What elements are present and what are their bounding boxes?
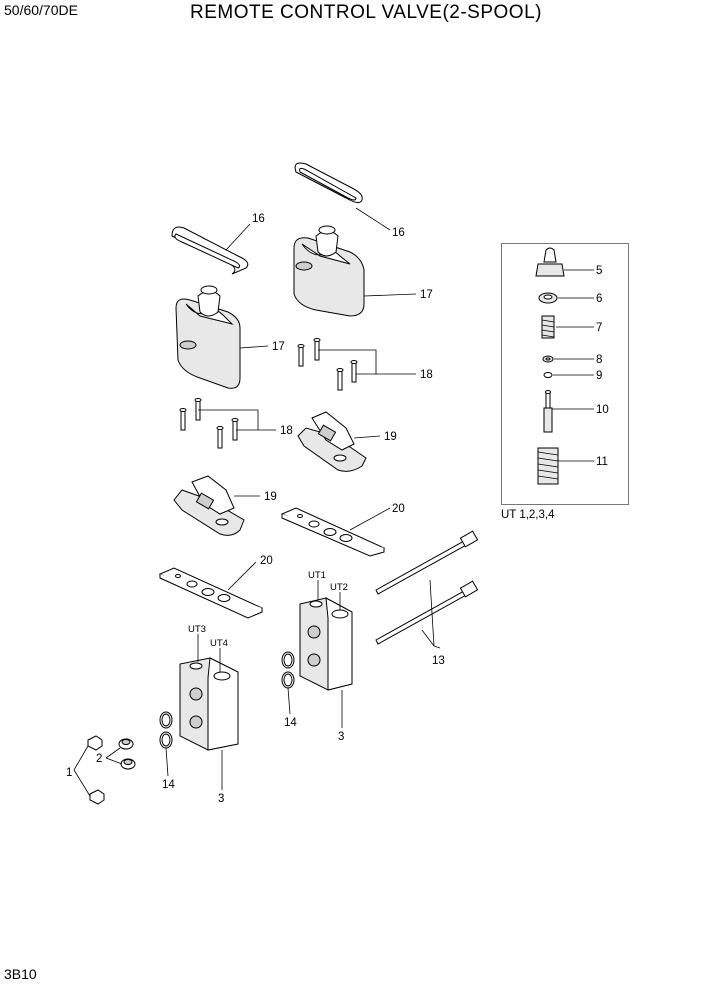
callout-3a: 3: [338, 731, 344, 743]
boot-assembly-17-left: [175, 285, 241, 389]
cam-plate-19-upper: [297, 411, 367, 472]
nuts-1: [87, 735, 105, 805]
callout-20b: 20: [260, 555, 273, 567]
callout-17a: 17: [272, 341, 285, 353]
bolts-18-lower: [179, 398, 239, 449]
o-rings-14-right: [281, 651, 295, 689]
leader-lines: [73, 207, 594, 797]
washer-9: [543, 372, 553, 378]
callout-8: 8: [596, 354, 602, 366]
plate-20-lower: [158, 567, 264, 619]
callout-10: 10: [596, 404, 609, 416]
spool-10: [543, 390, 553, 433]
port-label-ut2: UT2: [330, 582, 348, 593]
callout-6: 6: [596, 293, 602, 305]
callout-17b: 17: [420, 289, 433, 301]
spring-11: [537, 447, 559, 485]
callout-18a: 18: [420, 369, 433, 381]
valve-body-3-left: [179, 657, 239, 751]
spring-7: [541, 315, 555, 339]
callout-14a: 14: [284, 717, 297, 729]
seal-6: [538, 292, 558, 304]
callout-2: 2: [96, 753, 102, 765]
callout-19a: 19: [384, 431, 397, 443]
port-label-ut1: UT1: [308, 570, 326, 581]
callout-11: 11: [596, 456, 608, 468]
callout-16a: 16: [252, 213, 265, 225]
washer-8: [542, 355, 554, 363]
valve-body-3-right: [299, 597, 353, 691]
plate-20-upper: [280, 507, 386, 557]
callout-7: 7: [596, 322, 602, 334]
o-rings-14-left: [159, 711, 173, 749]
cam-plate-19-lower: [173, 475, 245, 536]
page-title: REMOTE CONTROL VALVE(2-SPOOL): [190, 2, 542, 23]
detail-box: [501, 243, 629, 505]
callout-5: 5: [596, 265, 602, 277]
callout-19b: 19: [264, 491, 277, 503]
callout-3b: 3: [218, 793, 224, 805]
boot-assembly-17-right: [293, 225, 365, 317]
callout-13: 13: [432, 655, 445, 667]
bolts-18-upper: [297, 338, 358, 391]
port-label-ut4: UT4: [210, 638, 228, 649]
seal-16-right: [294, 162, 363, 204]
callout-16b: 16: [392, 227, 405, 239]
plugs-2: [118, 738, 136, 770]
callout-14b: 14: [162, 779, 175, 791]
tie-rods-13: [375, 530, 479, 645]
model-code: 50/60/70DE: [4, 2, 78, 18]
detail-caption: UT 1,2,3,4: [501, 509, 555, 521]
callout-18b: 18: [280, 425, 293, 437]
seal-16-left: [171, 226, 249, 275]
callout-1: 1: [66, 767, 72, 779]
port-label-ut3: UT3: [188, 624, 206, 635]
page-code: 3B10: [4, 966, 37, 982]
callout-9: 9: [596, 370, 602, 382]
callout-20a: 20: [392, 503, 405, 515]
plunger-5: [535, 247, 565, 277]
